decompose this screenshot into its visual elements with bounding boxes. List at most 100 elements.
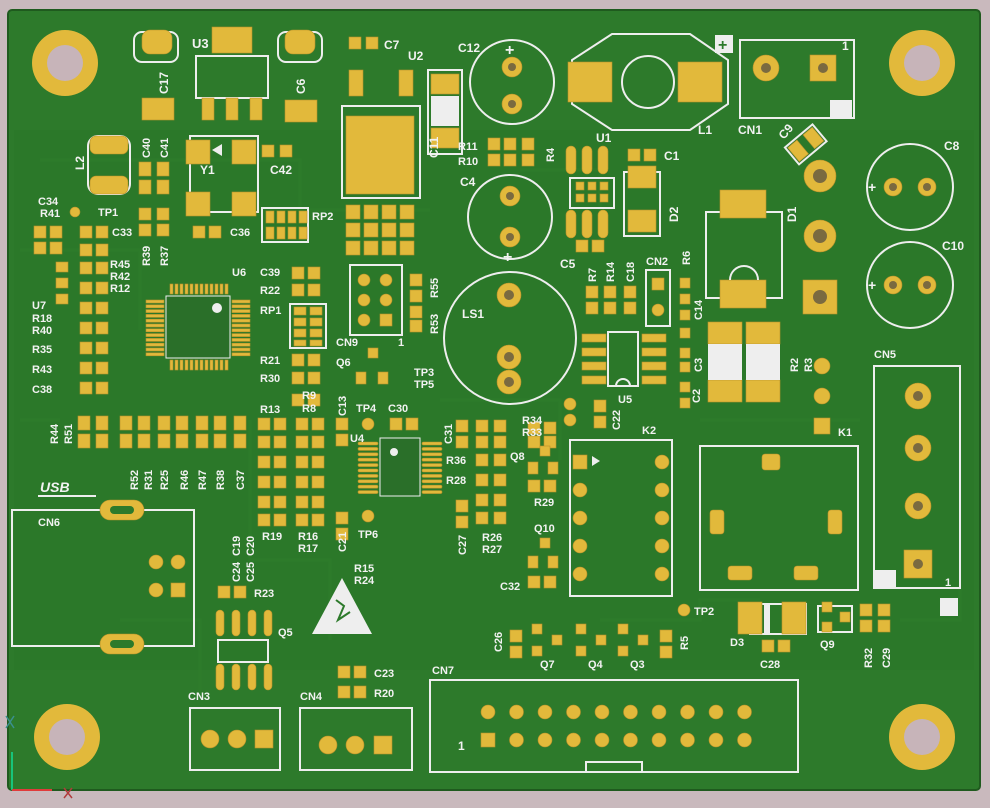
u2-thermal-pads: [345, 204, 415, 256]
pad: [708, 732, 724, 748]
pad: [680, 732, 695, 748]
cn1-pin1: 1: [842, 39, 849, 53]
pad: [199, 283, 204, 295]
label-r35: R35: [32, 344, 52, 356]
pad: [421, 468, 443, 473]
label-c7: C7: [384, 38, 400, 52]
label-c5: C5: [560, 257, 576, 271]
u3-regulator: [133, 26, 323, 123]
pad: [214, 359, 219, 371]
label-c32: C32: [500, 581, 520, 593]
label-tp5: TP5: [414, 379, 434, 391]
pad: [654, 538, 670, 554]
c4-plus: +: [503, 249, 512, 266]
pad: [233, 433, 247, 449]
label-cn9: CN9: [336, 337, 358, 349]
label-c12: C12: [458, 41, 480, 55]
pad: [273, 417, 287, 431]
label-cn6: CN6: [38, 517, 60, 529]
pad: [421, 474, 443, 478]
pad: [572, 566, 588, 582]
pad: [737, 704, 752, 720]
label-c34: C34: [38, 196, 59, 208]
pad: [493, 453, 507, 467]
pad: [231, 304, 251, 309]
label-rp2: RP2: [312, 211, 333, 223]
k2-relay: [569, 439, 673, 597]
pad: [335, 511, 349, 525]
pad: [623, 732, 638, 748]
u5-chip: [581, 331, 667, 387]
label-r3: R3: [803, 358, 815, 372]
pad: [145, 352, 165, 357]
label-ls1: LS1: [462, 307, 484, 321]
label-c26: C26: [493, 632, 505, 652]
label-q7: Q7: [540, 659, 555, 671]
label-r19: R19: [262, 531, 282, 543]
label-u5: U5: [618, 394, 632, 406]
pad: [179, 359, 184, 371]
pad: [480, 732, 496, 748]
c12-electrolytic: +: [469, 39, 555, 125]
label-r25: R25: [159, 470, 171, 490]
pad: [357, 468, 379, 473]
pad: [231, 347, 251, 352]
pad: [273, 495, 287, 509]
pad: [257, 513, 271, 527]
pad: [231, 299, 251, 304]
u1-chip: [565, 145, 615, 239]
pad: [231, 314, 251, 318]
pad: [184, 283, 189, 295]
pad: [493, 511, 507, 525]
label-u6: U6: [232, 267, 246, 279]
label-c27: C27: [457, 535, 469, 555]
label-c17: C17: [157, 72, 171, 94]
pad: [475, 419, 489, 433]
label-c36: C36: [230, 227, 250, 239]
usb-logo-text: USB: [40, 479, 70, 495]
cn9-header: 1: [349, 264, 404, 349]
pad: [455, 515, 469, 529]
pad: [233, 415, 247, 431]
pad: [273, 475, 287, 489]
label-c42: C42: [270, 163, 292, 177]
c9-cap: [783, 122, 829, 166]
label-r18: R18: [32, 313, 52, 325]
pad: [421, 457, 443, 462]
label-y1: Y1: [200, 163, 215, 177]
pad: [195, 415, 209, 431]
mounting-hole-tl: [32, 30, 98, 96]
pad: [213, 433, 227, 449]
label-cn3: CN3: [188, 691, 210, 703]
label-u7: U7: [32, 300, 46, 312]
label-r30: R30: [260, 373, 280, 385]
pad: [311, 513, 325, 527]
label-d3: D3: [730, 637, 744, 649]
pad: [231, 323, 251, 328]
pad: [335, 527, 349, 541]
pad: [335, 433, 349, 447]
pad: [480, 704, 496, 720]
label-r22: R22: [260, 285, 280, 297]
pad: [566, 704, 581, 720]
pad: [572, 538, 588, 554]
ls1-buzzer: [443, 271, 577, 405]
left-passive-array: [33, 225, 109, 395]
u6-mcu: [145, 283, 251, 371]
k1-relay: [699, 445, 859, 591]
mounting-hole-tr: [889, 30, 955, 96]
label-c23: C23: [374, 668, 394, 680]
pad: [295, 513, 309, 527]
label-q9: Q9: [820, 639, 835, 651]
pad: [195, 433, 209, 449]
pad: [566, 732, 581, 748]
pad: [189, 283, 194, 295]
label-r7: R7: [587, 268, 599, 282]
label-r21: R21: [260, 355, 280, 367]
pad: [737, 732, 752, 748]
cn7-pin1: 1: [458, 739, 465, 753]
pad: [213, 415, 227, 431]
pad: [493, 419, 507, 433]
pad: [509, 732, 524, 748]
label-q5: Q5: [278, 627, 293, 639]
